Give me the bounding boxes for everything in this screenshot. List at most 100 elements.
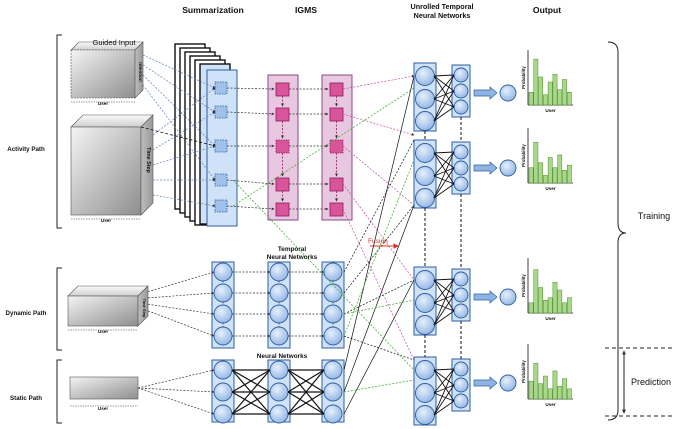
connection-line [433,384,455,416]
connection-line [343,75,415,371]
connection-line [433,75,455,92]
chart-bar [533,269,539,314]
connection-line [343,299,415,315]
chart-bar [547,157,553,184]
unrolled-4-right-node [453,361,469,377]
training-label: Training [638,211,670,221]
chart-bar [543,375,548,400]
chart-bar [552,370,558,400]
connection-line [287,369,325,415]
temporal-column-3-node [323,304,343,324]
static-input-cube: User [69,376,139,411]
chart-xlabel: User [545,402,555,407]
connection-line [343,204,415,393]
igms-column-1 [267,74,299,221]
chart-bar [557,289,563,314]
unrolled-3-left-node [415,315,435,335]
temporal-column-1-node [213,283,233,303]
temporal-column-2-node [269,262,289,282]
unrolled-3-left-node [415,270,435,290]
unrolled-4-left-node [415,383,435,403]
chart-bar [566,92,572,106]
neural-column-2-node [269,382,289,402]
chart-bar [533,58,539,106]
connection-line [433,400,455,416]
connection-line [343,379,415,393]
chart-bar [528,302,534,314]
chart-bar [543,94,548,106]
connection-line [232,179,415,371]
connection-line [433,302,455,312]
connection-line [433,152,455,169]
label-static-path: Static Path [10,395,42,402]
connection-line [433,369,455,402]
unrolled-2-left-node [415,143,435,163]
unrolled-2-left-node [415,166,435,186]
header-unrolled-line1: Unrolled Temporal [411,2,474,11]
temporal-column-3-node [323,326,343,346]
connection-line [343,279,415,415]
unrolled-2-right-node [453,176,469,192]
chart-bar [557,154,563,184]
chart-bar [552,282,558,314]
unrolled-1-right-node [453,83,469,99]
output-arrow-3 [473,290,498,304]
dynamic-input-cube: Time Step User [67,285,149,334]
unrolled-4-left-node [415,360,435,380]
connection-line [433,151,455,154]
chart-bar [547,297,553,314]
chart-bar [528,167,534,184]
temporal-column-1-node [213,326,233,346]
temporal-column-2-node [269,283,289,303]
chart-bar [547,81,553,106]
chart-bar [562,378,567,400]
chart-bar [543,300,548,314]
connection-line [231,369,271,415]
chart-bar [566,164,572,184]
unrolled-4-right-node [453,393,469,409]
neural-column-2-node [269,360,289,380]
chart-bar [562,79,567,106]
chart-bar [547,388,553,400]
neural-column-2-node [269,404,289,424]
unrolled-2-left-node [415,188,435,208]
connection-line [433,98,455,108]
temporal-column-3-node [323,262,343,282]
chart-bar [552,74,558,106]
chart-bar [538,287,543,314]
unrolled-2-right-node [453,144,469,160]
header-summarization: Summarization [182,5,244,15]
connection-line [433,106,455,122]
neural-column-3-node [323,382,343,402]
path-brackets [56,34,62,424]
connection-line [137,387,215,394]
connection-line [433,175,455,185]
output-charts: ProbabilityUserProbabilityUserProbabilit… [521,50,573,407]
label-dynamic-path: Dynamic Path [6,310,47,317]
connection-line [232,87,415,207]
igms-to-unrolled-arrows [342,75,415,361]
output-arrow-2 [473,161,498,175]
connection-line [433,278,455,281]
chart-bar [543,175,548,184]
intention-label: Intention [138,62,143,82]
connection-line [433,74,455,100]
neural-column-3-node [323,404,343,424]
connection-line [433,151,455,177]
chart-bar [557,89,563,106]
header-output: Output [533,5,561,15]
connection-line [137,387,215,415]
neural-column-1-node [213,360,233,380]
connection-line [343,279,415,315]
connection-line [433,74,455,122]
temporal-nn-label-2: Neural Networks [267,254,318,261]
connection-line [433,75,455,108]
connection-line [433,368,455,371]
guided-input-cube: Intention User [70,41,144,106]
dynamic-time-step-label: Time Step [142,298,147,318]
guided-input-label: Guided Input [93,38,137,47]
chart-bar [538,383,543,400]
guided-user-label: User [98,101,108,106]
